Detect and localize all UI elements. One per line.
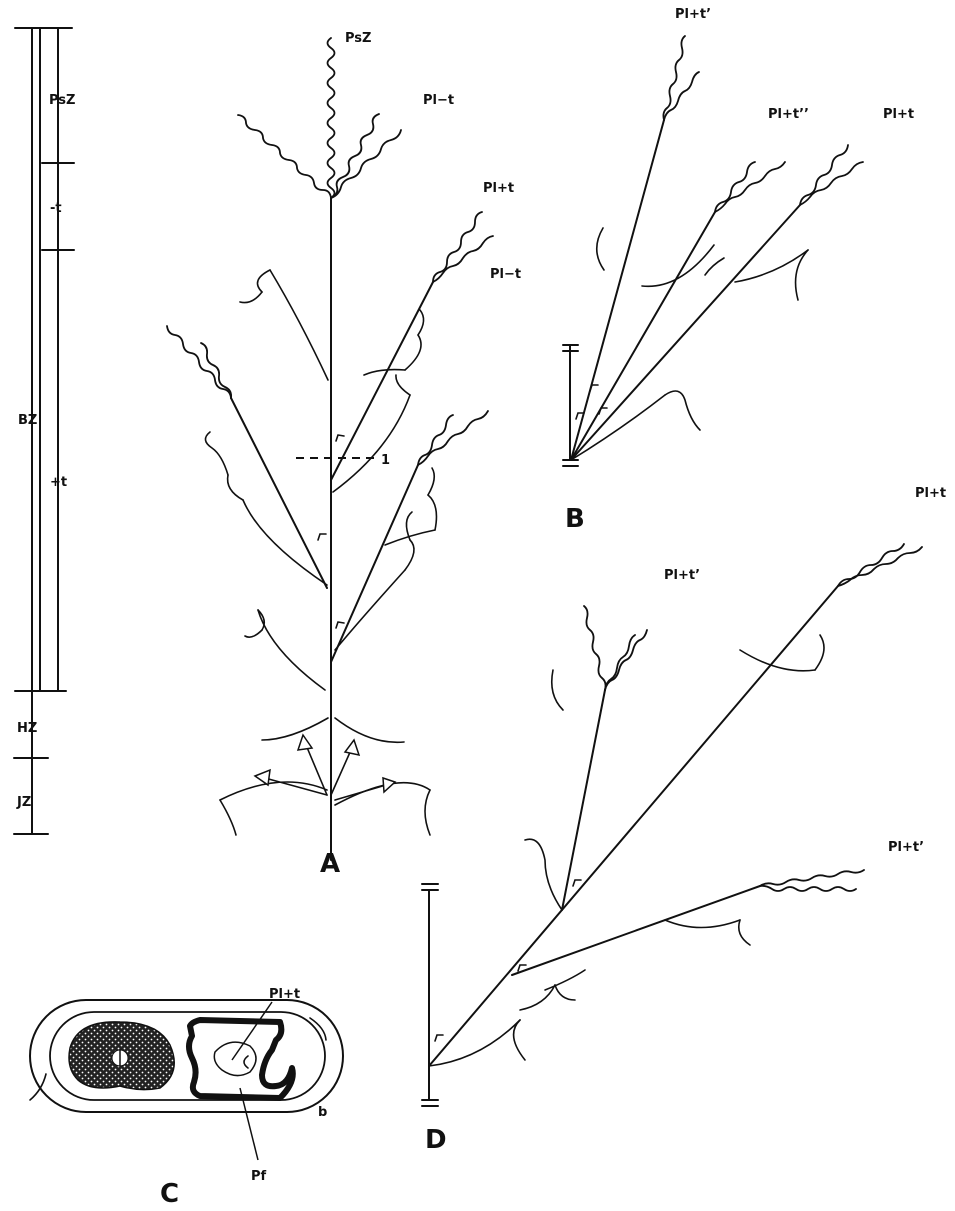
- panel-d-diagram: Pl+t Pl+t’ Pl+t’ D: [422, 486, 946, 1155]
- panel-b-label-pl-plus-t-prime: Pl+t’: [675, 7, 711, 22]
- panel-a-label-pl-minus-t-top: Pl−t: [423, 93, 454, 108]
- zone-label-hz: HZ: [17, 721, 37, 736]
- pellicle-fold: [189, 1020, 293, 1098]
- panel-d-label-pl-plus-t: Pl+t: [915, 486, 946, 501]
- panel-c-label-pl-plus-t: Pl+t: [269, 987, 300, 1002]
- panel-b-diagram: Pl+t’ Pl+t’’ Pl+t B: [563, 7, 914, 534]
- panel-a-letter: A: [320, 849, 340, 879]
- zone-label-jz: JZ: [16, 795, 31, 810]
- panel-b-label-pl-plus-t: Pl+t: [883, 107, 914, 122]
- zone-label-bz: BZ: [18, 413, 37, 428]
- panel-a-label-psz: PsZ: [345, 31, 371, 46]
- panel-a-marker-1: 1: [381, 453, 390, 468]
- panel-a-diagram: PsZ Pl−t Pl+t Pl−t 1 A: [167, 31, 521, 879]
- panel-b-letter: B: [565, 504, 585, 534]
- panel-d-label-pl-plus-t-prime-lower: Pl+t’: [888, 840, 924, 855]
- zone-label-psz: PsZ: [49, 93, 75, 108]
- zone-label-plus-t: +t: [50, 475, 67, 490]
- panel-d-letter: D: [425, 1125, 447, 1155]
- zone-label-minus-t: -t: [50, 201, 62, 216]
- panel-c-diagram: Pl+t Pf b C: [30, 987, 343, 1209]
- panel-c-label-b: b: [318, 1105, 327, 1120]
- panel-c-label-pf: Pf: [251, 1169, 267, 1184]
- panel-a-label-pl-minus-t-mid: Pl−t: [490, 267, 521, 282]
- panel-a-label-pl-plus-t: Pl+t: [483, 181, 514, 196]
- zone-scale: PsZ -t BZ +t HZ JZ: [14, 28, 75, 834]
- panel-c-letter: C: [160, 1179, 179, 1209]
- panel-d-label-pl-plus-t-prime-upper: Pl+t’: [664, 568, 700, 583]
- panel-b-label-pl-plus-t-double-prime: Pl+t’’: [768, 107, 809, 122]
